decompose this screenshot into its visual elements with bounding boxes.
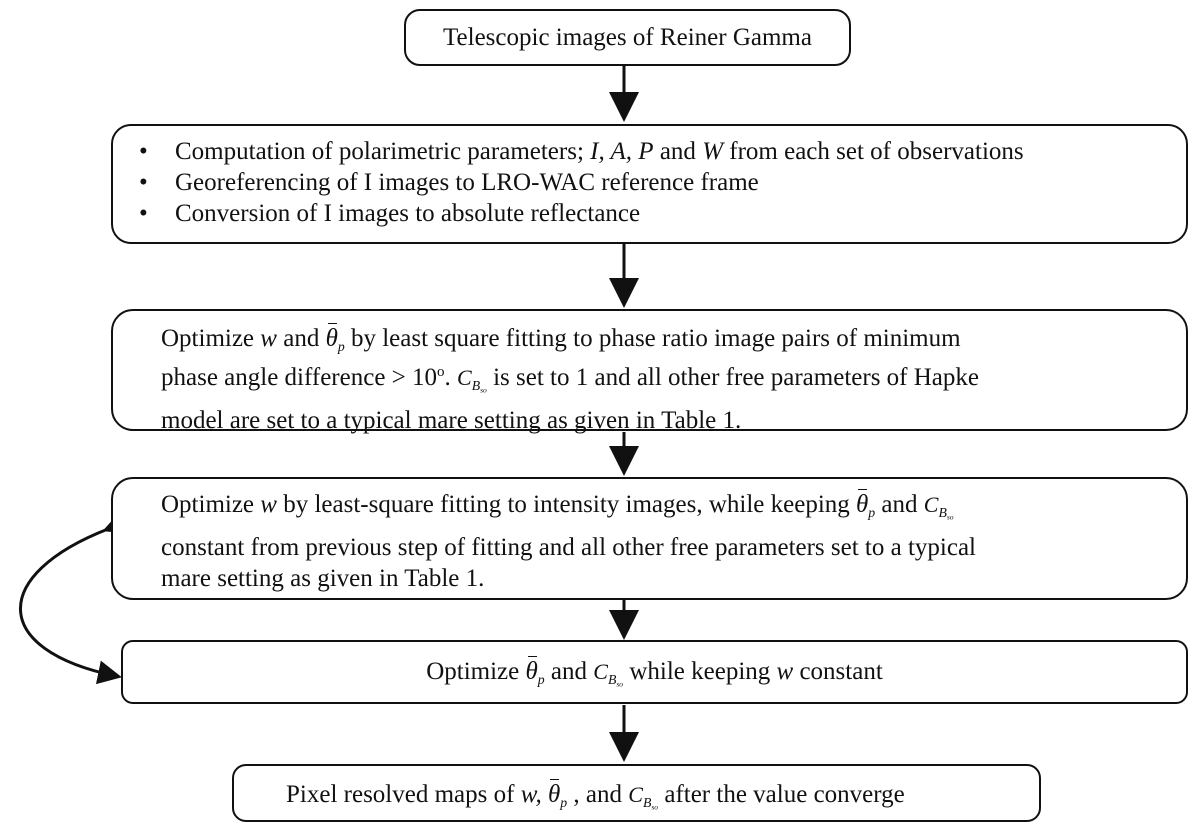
line-2: phase angle difference > 10o. CBso is se… [161, 362, 979, 405]
subscript-so: so [616, 679, 624, 689]
line-3: model are set to a typical mare setting … [161, 407, 742, 435]
line-3: mare setting as given in Table 1. [161, 565, 485, 593]
feedback-loop-arrow [19, 511, 130, 685]
bullet-dot: • [139, 138, 148, 165]
text: Optimize [161, 491, 261, 518]
bullet-list: • Computation of polarimetric parameters… [139, 136, 1024, 229]
subscript-p: p [868, 504, 876, 520]
text: B [938, 504, 947, 520]
text: by least-square fitting to intensity ima… [276, 491, 857, 518]
subscript-so: so [480, 385, 487, 395]
subscript-b: Bso [607, 671, 624, 689]
subscript-p: p [537, 671, 545, 687]
node-pixel-resolved-text: Pixel resolved maps of w, θp , and CBso … [286, 779, 905, 822]
c-bso-symbol: C [457, 364, 472, 390]
text: while keeping [623, 658, 777, 685]
text: Computation of polarimetric parameters; [175, 138, 591, 165]
text: I, A, P [590, 138, 654, 165]
bullet-item-conversion: • Conversion of I images to absolute ref… [139, 198, 1024, 229]
node-telescopic-images: Telescopic images of Reiner Gamma [404, 9, 851, 66]
text: from each set of observations [723, 138, 1024, 165]
text: Optimize [426, 658, 526, 685]
node-phase-ratio-text: Optimize w and θp by least square fittin… [161, 323, 979, 436]
subscript-so: so [946, 512, 954, 522]
node-intensity-optimization: Optimize w by least-square fitting to in… [111, 477, 1188, 600]
text: Pixel resolved maps of [286, 781, 521, 808]
bullet-dot: • [139, 200, 148, 227]
text: w [260, 325, 277, 352]
text: Georeferencing of I images to LRO-WAC re… [175, 169, 759, 196]
text: B [607, 671, 617, 687]
degree-superscript: o [437, 363, 445, 380]
subscript-b: Bso [938, 504, 954, 522]
c-bso-symbol: C [923, 492, 939, 517]
subscript-b: Bso [471, 377, 487, 395]
text: Conversion of I images to absolute refle… [175, 200, 641, 227]
text: W [702, 138, 724, 165]
text: phase angle difference > 10 [161, 363, 438, 391]
text: by least square fitting to phase ratio i… [344, 325, 961, 352]
text: constant [793, 658, 883, 685]
subscript-p: p [560, 794, 568, 810]
subscript-p: p [337, 338, 345, 354]
node-theta-cbso-text: Optimize θp and CBso while keeping w con… [123, 656, 1186, 699]
node-pixel-resolved-maps: Pixel resolved maps of w, θp , and CBso … [232, 764, 1041, 822]
subscript-b: Bso [642, 794, 659, 812]
node-telescopic-images-label: Telescopic images of Reiner Gamma [443, 24, 812, 51]
theta-bar-symbol: θ [325, 323, 338, 352]
text: , [567, 781, 580, 808]
theta-bar-symbol: θ [525, 656, 538, 685]
node-intensity-text: Optimize w by least-square fitting to in… [161, 489, 976, 594]
text: B [471, 377, 481, 393]
bullet-item-polarimetric: • Computation of polarimetric parameters… [139, 136, 1024, 167]
text: w [776, 658, 794, 685]
text: . [444, 363, 458, 391]
text: and [276, 325, 326, 352]
c-bso-symbol: C [593, 659, 608, 684]
line-2: constant from previous step of fitting a… [161, 534, 977, 562]
text: and [579, 781, 629, 808]
c-bso-symbol: C [628, 782, 643, 807]
text: is set to 1 and all other free parameter… [486, 363, 979, 391]
line-1: Optimize w and θp by least square fittin… [161, 323, 979, 362]
theta-bar-symbol: θ [856, 489, 869, 518]
node-phase-ratio-optimization: Optimize w and θp by least square fittin… [111, 309, 1188, 434]
node-polarimetric-computation: • Computation of polarimetric parameters… [111, 124, 1188, 244]
text: and [875, 491, 924, 518]
line-1: Optimize w by least-square fitting to in… [161, 489, 976, 532]
node-theta-cbso-optimization: Optimize θp and CBso while keeping w con… [121, 640, 1188, 704]
text: after the value converge [658, 781, 905, 808]
text: Optimize [161, 325, 261, 352]
bullet-dot: • [139, 169, 148, 196]
subscript-so: so [651, 802, 659, 812]
text: w [260, 491, 277, 518]
text: w, [520, 781, 542, 808]
text: and [653, 138, 703, 165]
text: and [544, 658, 594, 685]
text: B [642, 794, 652, 810]
theta-bar-symbol: θ [548, 779, 561, 808]
bullet-item-georeferencing: • Georeferencing of I images to LRO-WAC … [139, 167, 1024, 198]
